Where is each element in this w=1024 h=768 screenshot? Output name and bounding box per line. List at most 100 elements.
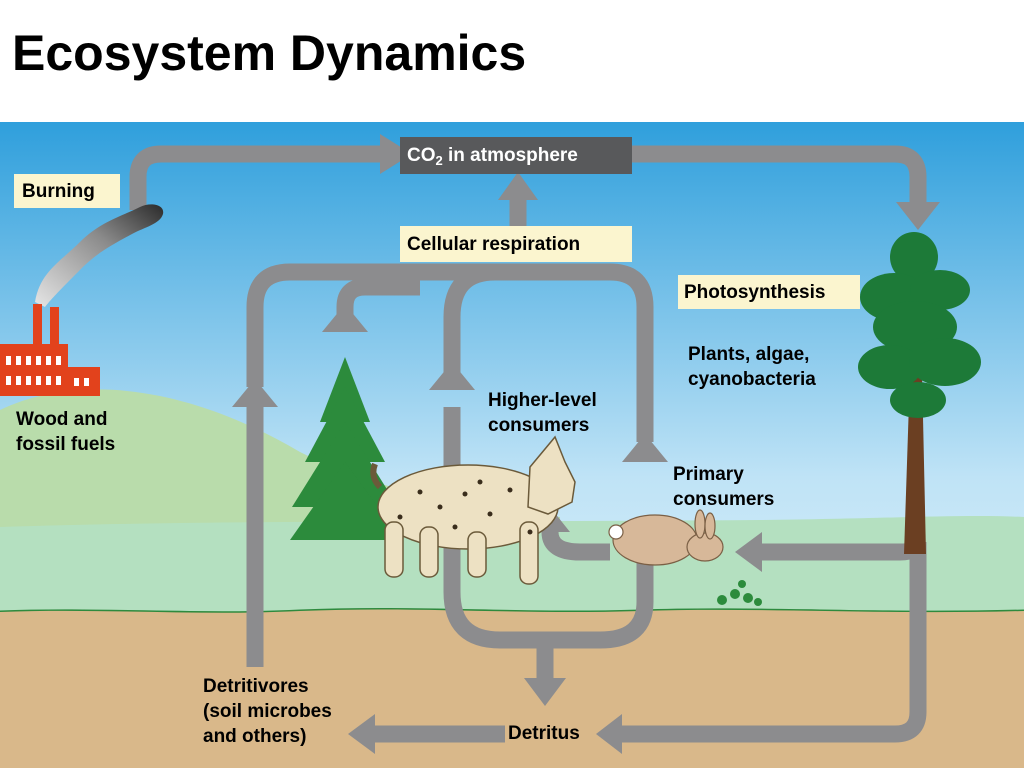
plant-sprig-illustration <box>717 580 762 606</box>
co2-subscript: 2 <box>436 153 443 168</box>
sprig-leaf <box>730 589 740 599</box>
rabbit-ear <box>694 509 706 539</box>
bobcat-spot <box>417 489 423 495</box>
rabbit-ear <box>704 512 716 540</box>
higher-consumers-line-2: consumers <box>488 415 589 436</box>
arrow-burning-to-co2 <box>129 145 388 210</box>
sprig-leaf <box>738 580 746 588</box>
foliage-clump <box>910 270 970 310</box>
co2-main: CO <box>407 145 436 166</box>
factory-window <box>56 376 61 385</box>
co2-rest: in atmosphere <box>443 145 578 166</box>
bobcat-head <box>527 435 576 515</box>
producers-label: Plants, algae, cyanobacteria <box>688 344 816 390</box>
co2-label-box <box>400 137 632 174</box>
primary-consumers-line-1: Primary <box>673 464 744 485</box>
arrowhead <box>622 434 668 462</box>
arrowhead <box>429 362 475 390</box>
primary-consumers-label: Primary consumers <box>673 464 774 510</box>
bobcat-tail <box>370 462 383 490</box>
bobcat-spot <box>507 487 513 493</box>
sprig-leaf <box>743 593 753 603</box>
detritivores-line-3: and others) <box>203 726 306 747</box>
factory-window <box>6 376 11 385</box>
factory-window <box>6 356 11 365</box>
foliage-clump <box>909 338 981 386</box>
burning-label-box <box>14 174 120 208</box>
bobcat-spots <box>397 479 533 535</box>
rabbit-tail <box>608 524 624 540</box>
arrow-producers-to-primary <box>758 540 927 561</box>
factory-window <box>84 378 89 386</box>
higher-consumers-line-1: Higher-level <box>488 390 597 411</box>
arrowhead <box>348 714 375 754</box>
arrowhead <box>322 304 368 332</box>
photosynthesis-label-box <box>678 275 860 309</box>
cellular-respiration-label: Cellular respiration <box>407 234 580 255</box>
fuels-line-1: Wood and <box>16 409 107 430</box>
producers-line-2: cyanobacteria <box>688 369 816 390</box>
rabbit-head <box>686 532 724 562</box>
respiration-branch-center <box>443 263 496 384</box>
bobcat-spot <box>437 504 443 510</box>
arrowhead <box>735 532 762 572</box>
arrowhead <box>896 202 940 230</box>
factory-window <box>16 356 21 365</box>
photosynthesis-label: Photosynthesis <box>684 282 825 303</box>
factory-window <box>36 376 41 385</box>
bobcat-illustration <box>370 435 576 585</box>
factory-window <box>26 356 31 365</box>
fuels-line-2: fossil fuels <box>16 434 115 455</box>
factory-window <box>16 376 21 385</box>
factory-window <box>74 378 79 386</box>
bobcat-leg <box>419 526 439 578</box>
factory-windows <box>6 356 89 386</box>
arrow-primary-to-higher <box>541 523 610 561</box>
producers-line-1: Plants, algae, <box>688 344 809 365</box>
factory-window <box>46 356 51 365</box>
conifer-tree-illustration <box>290 357 402 540</box>
detritus-label: Detritus <box>508 723 580 744</box>
bobcat-spot <box>487 511 493 517</box>
factory-window <box>56 356 61 365</box>
cellular-respiration-label-box <box>400 226 632 262</box>
factory-illustration <box>0 304 100 396</box>
bobcat-spot <box>477 479 483 485</box>
conifer-layer <box>290 462 402 540</box>
wood-fossil-fuels-label: Wood and fossil fuels <box>16 409 115 455</box>
tree-foliage <box>858 232 981 418</box>
arrowhead <box>232 379 278 407</box>
arrowhead <box>380 134 412 174</box>
arrow-producers-to-detritus <box>620 542 927 743</box>
burning-label: Burning <box>22 181 95 202</box>
page-title: Ecosystem Dynamics <box>12 25 527 81</box>
sprig-leaf <box>754 598 762 606</box>
carbon-cycle-diagram: CO2 in atmosphere Burning Cellular respi… <box>0 122 1024 768</box>
bobcat-leg <box>467 531 487 578</box>
factory-window <box>46 376 51 385</box>
grass-line <box>0 607 1024 615</box>
chimney <box>33 304 42 346</box>
factory-window <box>36 356 41 365</box>
flow-arrows <box>129 145 927 743</box>
detritivores-line-2: (soil microbes <box>203 701 332 722</box>
chimney <box>50 307 59 347</box>
co2-label-text: CO2 in atmosphere <box>407 145 578 168</box>
arrowhead <box>524 678 566 706</box>
bobcat-spot <box>527 529 533 535</box>
bobcat-spot <box>452 524 458 530</box>
sprig-leaf <box>717 595 727 605</box>
arrow-primary-down-to-detritus <box>545 562 654 649</box>
bobcat-leg <box>519 521 539 585</box>
factory-window <box>26 376 31 385</box>
tall-tree-illustration <box>858 232 981 554</box>
bobcat-spot <box>397 514 403 520</box>
smoke-plume <box>35 204 164 307</box>
respiration-manifold <box>246 263 654 442</box>
primary-consumers-line-2: consumers <box>673 489 774 510</box>
foliage-clump <box>890 382 946 418</box>
foliage-clump <box>890 232 938 282</box>
higher-consumers-label: Higher-level consumers <box>488 390 602 436</box>
detritivores-label: Detritivores (soil microbes and others) <box>203 676 337 747</box>
detritivores-line-1: Detritivores <box>203 676 309 697</box>
